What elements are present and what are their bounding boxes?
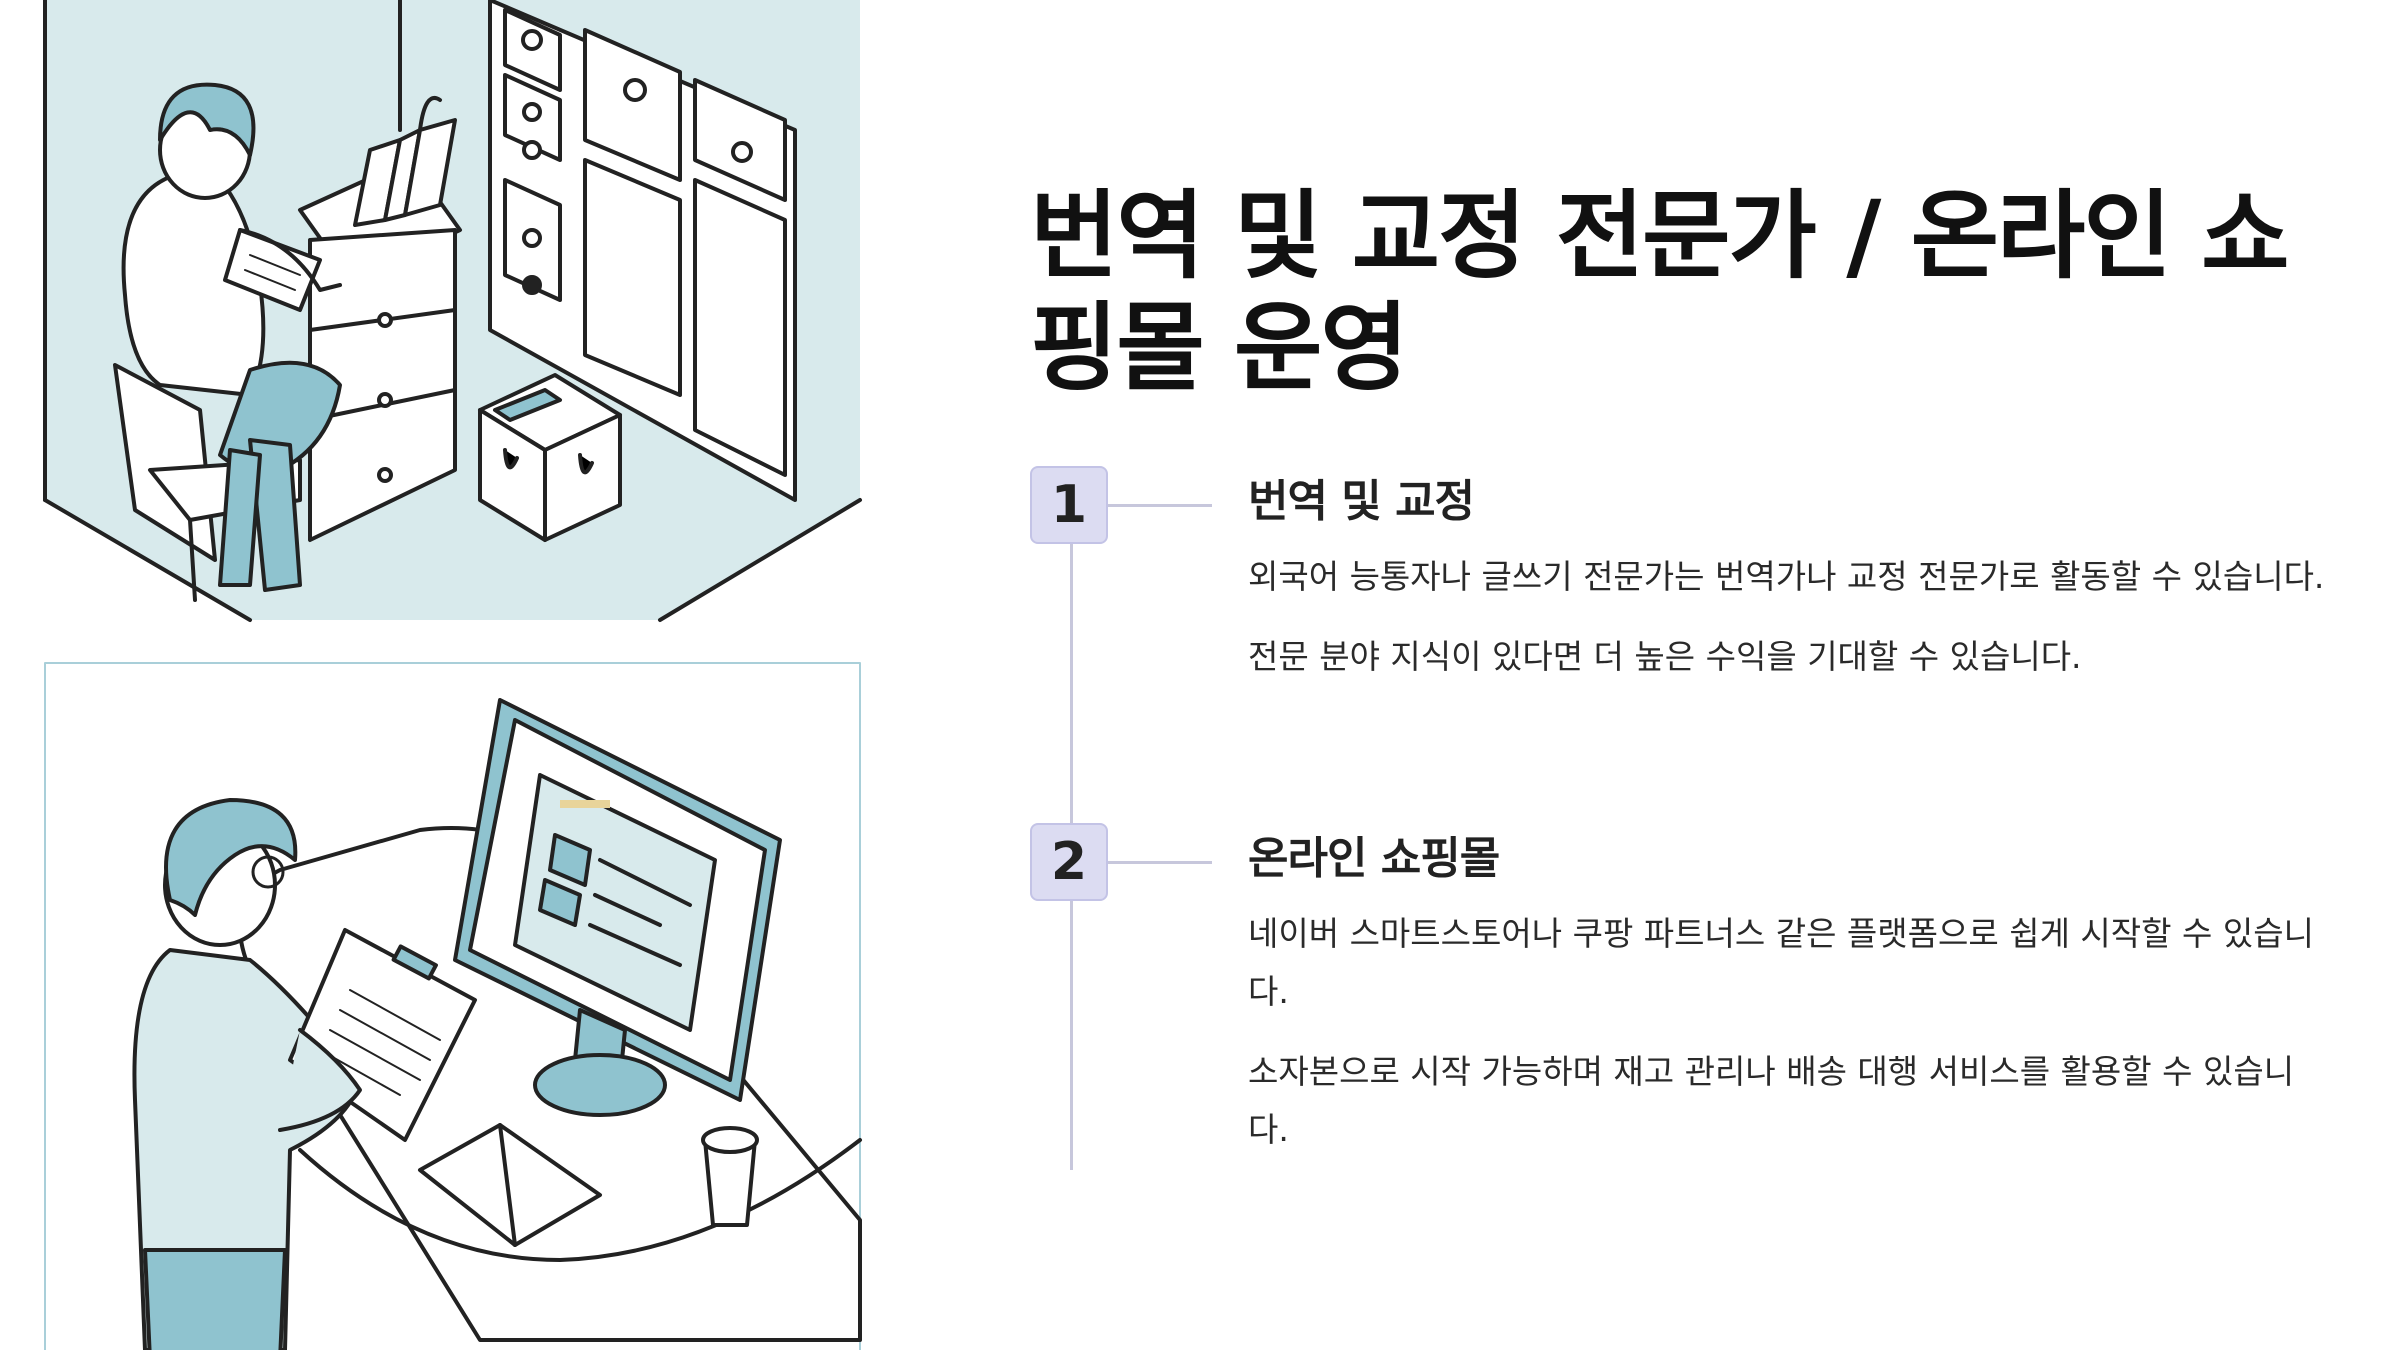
step-connector	[1108, 504, 1212, 507]
step-number-badge: 2	[1030, 823, 1108, 901]
step-paragraph: 네이버 스마트스토어나 쿠팡 파트너스 같은 플랫폼으로 쉽게 시작할 수 있습…	[1248, 914, 2314, 1011]
step-paragraph: 소자본으로 시작 가능하며 재고 관리나 배송 대행 서비스를 활용할 수 있습…	[1248, 1052, 2295, 1149]
content-panel: 번역 및 교정 전문가 / 온라인 쇼핑몰 운영 1 번역 및 교정 외국어 능…	[1030, 0, 2360, 1350]
online-shop-operator-illustration	[44, 662, 862, 1350]
step-connector	[1108, 861, 1212, 864]
translator-at-desk-illustration	[43, 0, 862, 622]
page-title: 번역 및 교정 전문가 / 온라인 쇼핑몰 운영	[1030, 180, 2289, 404]
step-paragraph: 외국어 능통자나 글쓰기 전문가는 번역가나 교정 전문가로 활동할 수 있습니…	[1248, 557, 2325, 596]
illustration-panel	[43, 0, 862, 1350]
step-number-badge: 1	[1030, 466, 1108, 544]
step-heading: 온라인 쇼핑몰	[1248, 833, 1500, 884]
step-description: 네이버 스마트스토어나 쿠팡 파트너스 같은 플랫폼으로 쉽게 시작할 수 있습…	[1248, 905, 2328, 1181]
step-description: 외국어 능통자나 글쓰기 전문가는 번역가나 교정 전문가로 활동할 수 있습니…	[1248, 548, 2328, 708]
step-paragraph: 전문 분야 지식이 있다면 더 높은 수익을 기대할 수 있습니다.	[1248, 637, 2082, 676]
step-heading: 번역 및 교정	[1248, 476, 1475, 527]
